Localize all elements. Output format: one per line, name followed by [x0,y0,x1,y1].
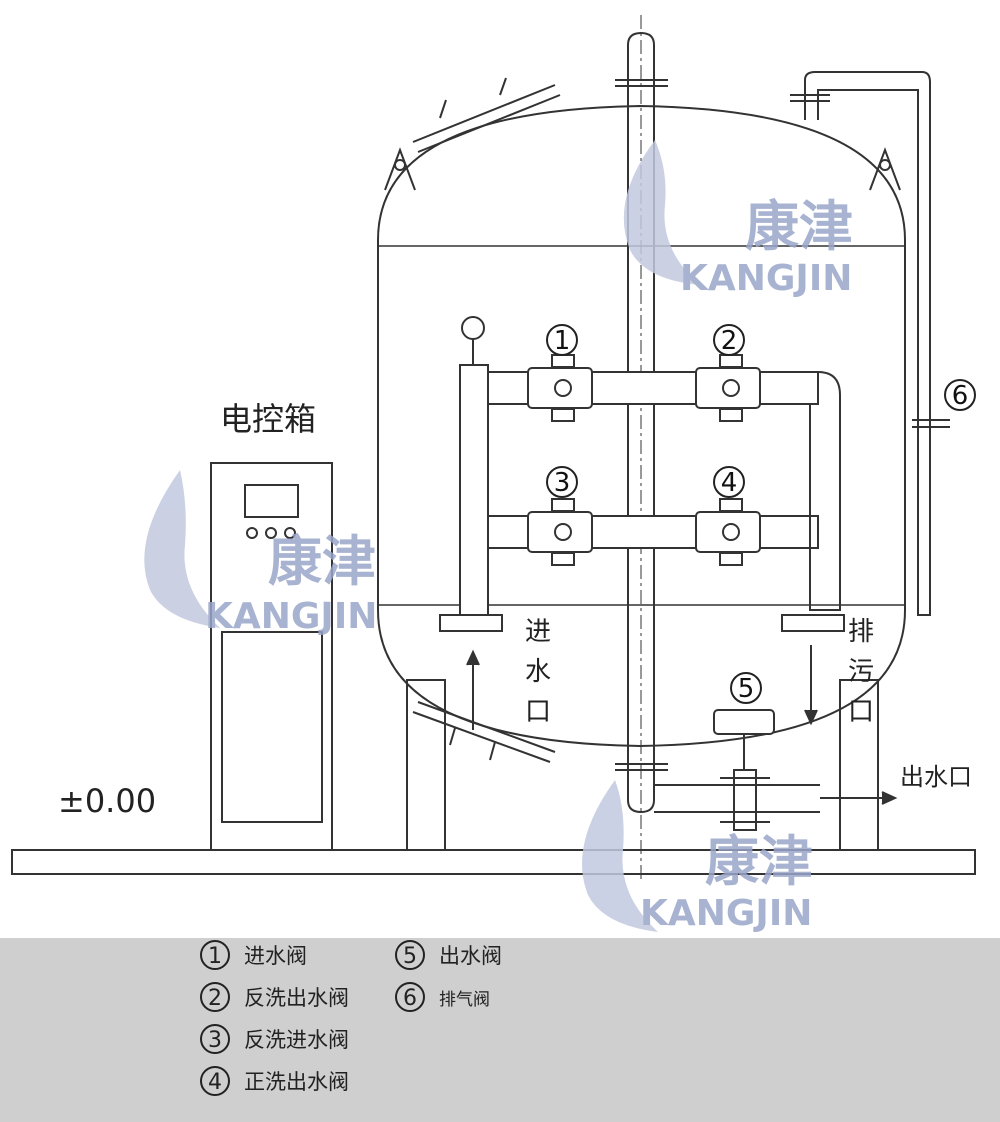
svg-text:康津: 康津 [268,530,376,593]
valve-3-number: 3 [554,468,571,498]
elevation-label: ±0.00 [58,782,156,820]
outlet-label: 出水口 [900,763,972,791]
valve-1-number: 1 [554,326,571,356]
valve-2 [695,354,761,422]
filter-tank-diagram: 电控箱 ±0.00 出水口 进水口 排污口 1 2 3 4 5 6 康津 KAN… [11,15,976,934]
valve-6-number: 6 [952,381,969,411]
valve-5 [713,709,775,831]
legend-label: 排气阀 [439,989,490,1010]
legend-label: 进水阀 [244,944,307,968]
legend-label: 反洗进水阀 [244,1028,349,1052]
valve-2-number: 2 [721,326,738,356]
drain-label: 排污口 [848,617,874,727]
svg-text:KANGJIN: KANGJIN [680,258,852,299]
legend-number: 3 [200,1024,230,1054]
legend-number: 2 [200,982,230,1012]
svg-text:康津: 康津 [705,830,813,893]
legend-item-2: 2 反洗出水阀 [200,982,349,1012]
legend-number: 4 [200,1066,230,1096]
watermark-flame-icon [623,140,700,285]
valve-3 [527,498,593,566]
legend-item-1: 1 进水阀 [200,940,307,970]
watermark-flame-icon [582,780,658,932]
watermark-logo: 康津 KANGJIN [582,780,813,934]
watermark-logo: 康津 KANGJIN [623,140,853,299]
valve-1 [527,354,593,422]
watermark-logo: 康津 KANGJIN [144,470,377,637]
legend-item-3: 3 反洗进水阀 [200,1024,349,1054]
svg-text:KANGJIN: KANGJIN [640,893,812,934]
manhole-bottom [412,701,556,763]
legend-label: 出水阀 [439,944,502,968]
valve-4-number: 4 [721,468,738,498]
control-box-label: 电控箱 [220,400,316,438]
tank-leg-right [839,679,879,851]
exhaust-pipe [804,71,931,616]
inlet-label: 进水口 [525,617,551,727]
legend-label: 反洗出水阀 [244,986,349,1010]
center-pipe [627,31,655,814]
valve-5-number: 5 [738,674,755,704]
control-box [210,462,333,851]
inlet-riser [459,364,489,616]
watermark-flame-icon [144,470,220,628]
legend-number: 1 [200,940,230,970]
base-plate [11,849,976,875]
legend-number: 5 [395,940,425,970]
manhole-top [412,77,561,153]
valve-4 [695,498,761,566]
svg-text:康津: 康津 [745,195,853,258]
pressure-gauge [461,316,485,340]
svg-text:KANGJIN: KANGJIN [205,596,377,637]
legend-number: 6 [395,982,425,1012]
legend-item-5: 5 出水阀 [395,940,502,970]
legend-item-6: 6 排气阀 [395,982,490,1012]
tank-leg-left [406,679,446,851]
valve-legend: 1 进水阀 2 反洗出水阀 3 反洗进水阀 4 正洗出水阀 5 出水阀 6 排气… [0,938,1000,1122]
legend-label: 正洗出水阀 [244,1070,349,1094]
legend-item-4: 4 正洗出水阀 [200,1066,349,1096]
